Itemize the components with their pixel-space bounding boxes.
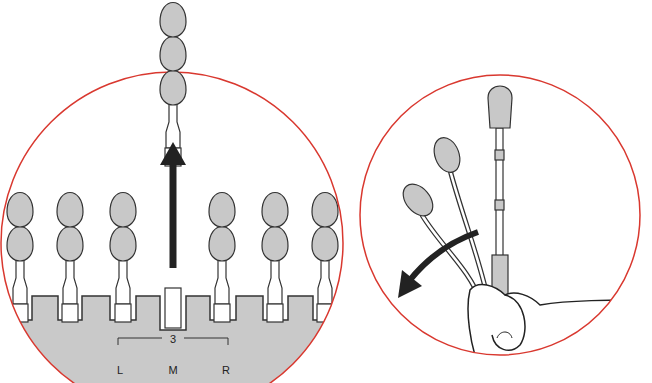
- callout-number: 3: [168, 334, 178, 345]
- up-arrow-head: [160, 142, 186, 165]
- slot-letter: M: [166, 365, 179, 376]
- slot-letter: R: [220, 365, 232, 376]
- hand-view: [358, 70, 650, 370]
- applicator: [7, 193, 33, 323]
- lifted-applicator: [160, 3, 186, 167]
- applicator: [209, 193, 235, 323]
- up-arrow: [170, 160, 177, 268]
- detail-circle: [1, 72, 343, 383]
- tray-view: [0, 60, 350, 383]
- detail-circle: [360, 75, 640, 355]
- applicator: [110, 193, 136, 323]
- applicator: [262, 193, 288, 323]
- slot-letter: L: [115, 365, 125, 376]
- applicator: [57, 193, 83, 323]
- hand: [468, 285, 650, 370]
- applicator: [312, 193, 338, 323]
